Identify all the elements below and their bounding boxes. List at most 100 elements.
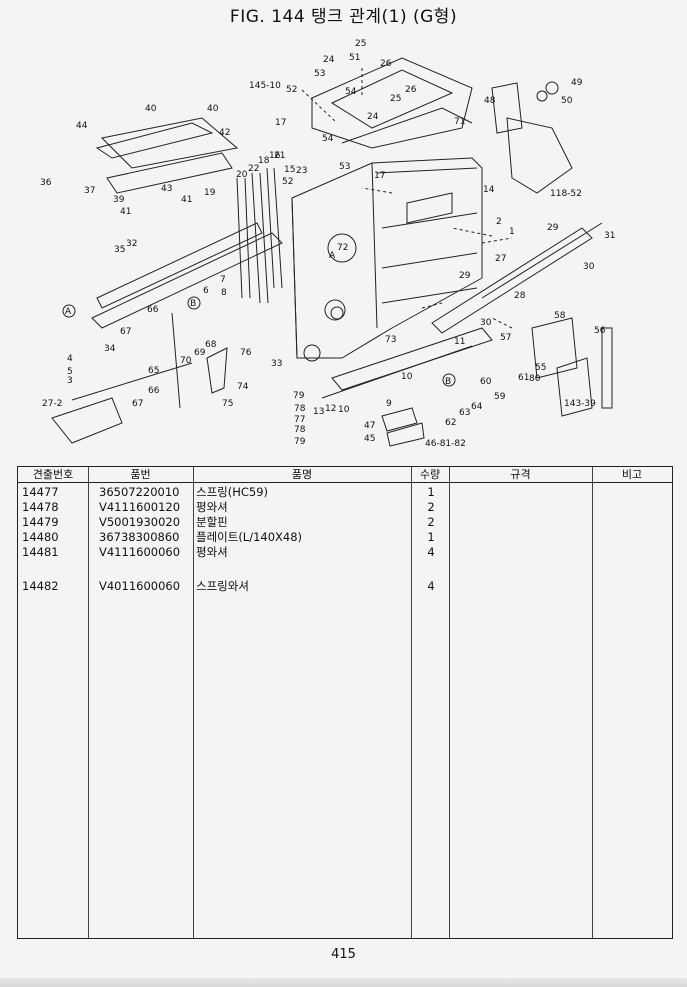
svg-text:77: 77 bbox=[294, 415, 305, 425]
svg-text:143-39: 143-39 bbox=[564, 399, 596, 409]
svg-text:9: 9 bbox=[386, 399, 392, 409]
svg-text:44: 44 bbox=[76, 121, 88, 131]
svg-text:145-10: 145-10 bbox=[249, 81, 281, 91]
cell-part-name: 분할핀 bbox=[196, 515, 228, 529]
cell-quantity: 2 bbox=[427, 500, 435, 514]
cell-index-no: 14479 bbox=[22, 515, 59, 529]
table-row: 14481 V4111600060 평와셔 4 bbox=[18, 545, 672, 559]
svg-text:57: 57 bbox=[500, 333, 511, 343]
svg-text:29: 29 bbox=[547, 223, 559, 233]
header-part-name: 품명 bbox=[193, 467, 411, 483]
svg-text:75: 75 bbox=[222, 399, 233, 409]
svg-text:47: 47 bbox=[364, 421, 375, 431]
svg-text:56: 56 bbox=[594, 326, 606, 336]
svg-text:37: 37 bbox=[84, 186, 95, 196]
svg-text:29: 29 bbox=[459, 271, 471, 281]
svg-text:36: 36 bbox=[40, 178, 52, 188]
cell-index-no: 14482 bbox=[22, 579, 59, 593]
svg-text:66: 66 bbox=[147, 305, 159, 315]
cell-part-no: 36738300860 bbox=[99, 530, 180, 544]
svg-text:41: 41 bbox=[181, 195, 192, 205]
svg-text:78: 78 bbox=[294, 425, 306, 435]
svg-text:10: 10 bbox=[401, 372, 413, 382]
svg-text:64: 64 bbox=[471, 402, 483, 412]
svg-text:22: 22 bbox=[248, 164, 259, 174]
svg-text:69: 69 bbox=[194, 348, 206, 358]
svg-text:45: 45 bbox=[364, 434, 375, 444]
svg-text:73: 73 bbox=[385, 335, 396, 345]
svg-text:61: 61 bbox=[518, 373, 529, 383]
svg-text:13: 13 bbox=[313, 407, 324, 417]
svg-text:55: 55 bbox=[535, 363, 546, 373]
table-row: 14477 36507220010 스프링(HC59) 1 bbox=[18, 485, 672, 499]
svg-text:118-52: 118-52 bbox=[550, 189, 582, 199]
svg-text:35: 35 bbox=[114, 245, 125, 255]
header-spec: 규격 bbox=[449, 467, 592, 483]
svg-text:72: 72 bbox=[337, 243, 348, 253]
svg-text:71: 71 bbox=[454, 117, 465, 127]
svg-text:58: 58 bbox=[554, 311, 566, 321]
cell-part-no: V5001930020 bbox=[99, 515, 181, 529]
cell-quantity: 4 bbox=[427, 545, 435, 559]
svg-text:6: 6 bbox=[203, 286, 209, 296]
svg-text:11: 11 bbox=[454, 337, 465, 347]
svg-text:19: 19 bbox=[204, 188, 216, 198]
svg-text:25: 25 bbox=[355, 39, 366, 49]
svg-text:16: 16 bbox=[269, 151, 281, 161]
cell-quantity: 4 bbox=[427, 579, 435, 593]
svg-text:30: 30 bbox=[583, 262, 595, 272]
svg-text:25: 25 bbox=[390, 94, 401, 104]
svg-text:10: 10 bbox=[338, 405, 350, 415]
svg-text:50: 50 bbox=[561, 96, 573, 106]
svg-text:27-2: 27-2 bbox=[42, 399, 62, 409]
svg-text:8: 8 bbox=[221, 288, 227, 298]
header-remarks: 비고 bbox=[592, 467, 672, 483]
svg-text:60: 60 bbox=[480, 377, 492, 387]
svg-text:30: 30 bbox=[480, 318, 492, 328]
svg-text:74: 74 bbox=[237, 382, 249, 392]
svg-text:21: 21 bbox=[274, 151, 285, 161]
svg-text:17: 17 bbox=[374, 171, 385, 181]
cell-part-no: 36507220010 bbox=[99, 485, 180, 499]
svg-text:53: 53 bbox=[339, 162, 350, 172]
svg-text:20: 20 bbox=[236, 170, 248, 180]
svg-text:17: 17 bbox=[275, 118, 286, 128]
svg-text:24: 24 bbox=[367, 112, 379, 122]
svg-text:65: 65 bbox=[148, 366, 159, 376]
svg-text:52: 52 bbox=[282, 177, 293, 187]
cell-part-no: V4111600060 bbox=[99, 545, 181, 559]
svg-text:B: B bbox=[190, 299, 196, 309]
svg-text:54: 54 bbox=[322, 134, 334, 144]
svg-text:40: 40 bbox=[145, 104, 157, 114]
header-quantity: 수량 bbox=[411, 467, 449, 483]
svg-text:40: 40 bbox=[207, 104, 219, 114]
svg-text:24: 24 bbox=[323, 55, 335, 65]
svg-text:43: 43 bbox=[161, 184, 172, 194]
parts-table: 견출번호 품번 품명 수량 규격 비고 14477 36507220010 스프… bbox=[17, 466, 673, 939]
svg-text:26: 26 bbox=[380, 59, 392, 69]
cell-index-no: 14481 bbox=[22, 545, 59, 559]
svg-text:59: 59 bbox=[494, 392, 506, 402]
svg-text:A: A bbox=[65, 307, 72, 317]
table-row: 14479 V5001930020 분할핀 2 bbox=[18, 515, 672, 529]
svg-text:5: 5 bbox=[67, 367, 73, 377]
svg-text:68: 68 bbox=[205, 340, 217, 350]
cell-part-name: 평와셔 bbox=[196, 545, 228, 559]
svg-text:79: 79 bbox=[293, 391, 305, 401]
svg-text:27: 27 bbox=[495, 254, 506, 264]
svg-text:42: 42 bbox=[219, 128, 230, 138]
svg-text:14: 14 bbox=[483, 185, 495, 195]
svg-text:48: 48 bbox=[484, 96, 496, 106]
svg-text:18: 18 bbox=[258, 156, 270, 166]
svg-text:76: 76 bbox=[240, 348, 252, 358]
table-row: 14478 V4111600120 평와셔 2 bbox=[18, 500, 672, 514]
svg-text:23: 23 bbox=[296, 166, 307, 176]
scan-edge bbox=[0, 978, 687, 987]
svg-text:A: A bbox=[329, 251, 336, 261]
svg-text:52: 52 bbox=[286, 85, 297, 95]
svg-text:1: 1 bbox=[509, 227, 515, 237]
svg-text:62: 62 bbox=[445, 418, 456, 428]
cell-part-name: 스프링(HC59) bbox=[196, 485, 269, 499]
svg-text:70: 70 bbox=[180, 356, 192, 366]
cell-part-name: 플레이트(L/140X48) bbox=[196, 530, 303, 544]
